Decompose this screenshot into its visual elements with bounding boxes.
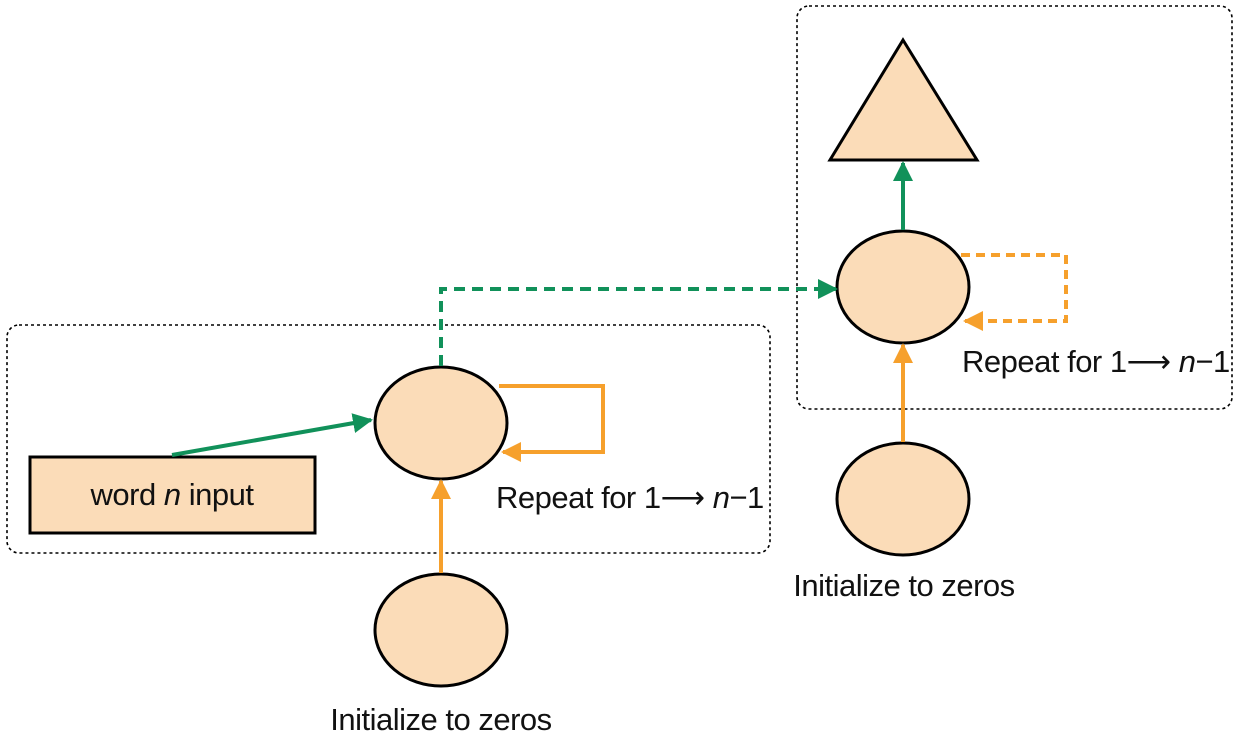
right-group-box: [796, 5, 1233, 410]
decoder-hidden-node: [835, 229, 971, 345]
encoder-init-label: Initialize to zeros: [330, 702, 551, 737]
left-group-box: [6, 324, 771, 554]
encoder-self-loop: [499, 384, 605, 462]
decoder-repeat-label: Repeat for 1⟶ n−1: [962, 344, 1230, 379]
decoder-init-label: Initialize to zeros: [793, 568, 1014, 603]
word-input-box: [28, 455, 317, 535]
encoder-repeat-label: Repeat for 1⟶ n−1: [496, 480, 764, 515]
input-to-encoder-arrow: [171, 413, 373, 457]
decoder-init-node: [835, 441, 971, 557]
encoder-to-decoder-arrow: [439, 279, 838, 366]
decoder-self-loop: [961, 253, 1068, 331]
output-triangle-icon: [827, 37, 980, 162]
word-input-label: word n input: [90, 477, 255, 512]
encoder-init-node: [373, 572, 509, 688]
encoder-hidden-node: [373, 365, 509, 481]
